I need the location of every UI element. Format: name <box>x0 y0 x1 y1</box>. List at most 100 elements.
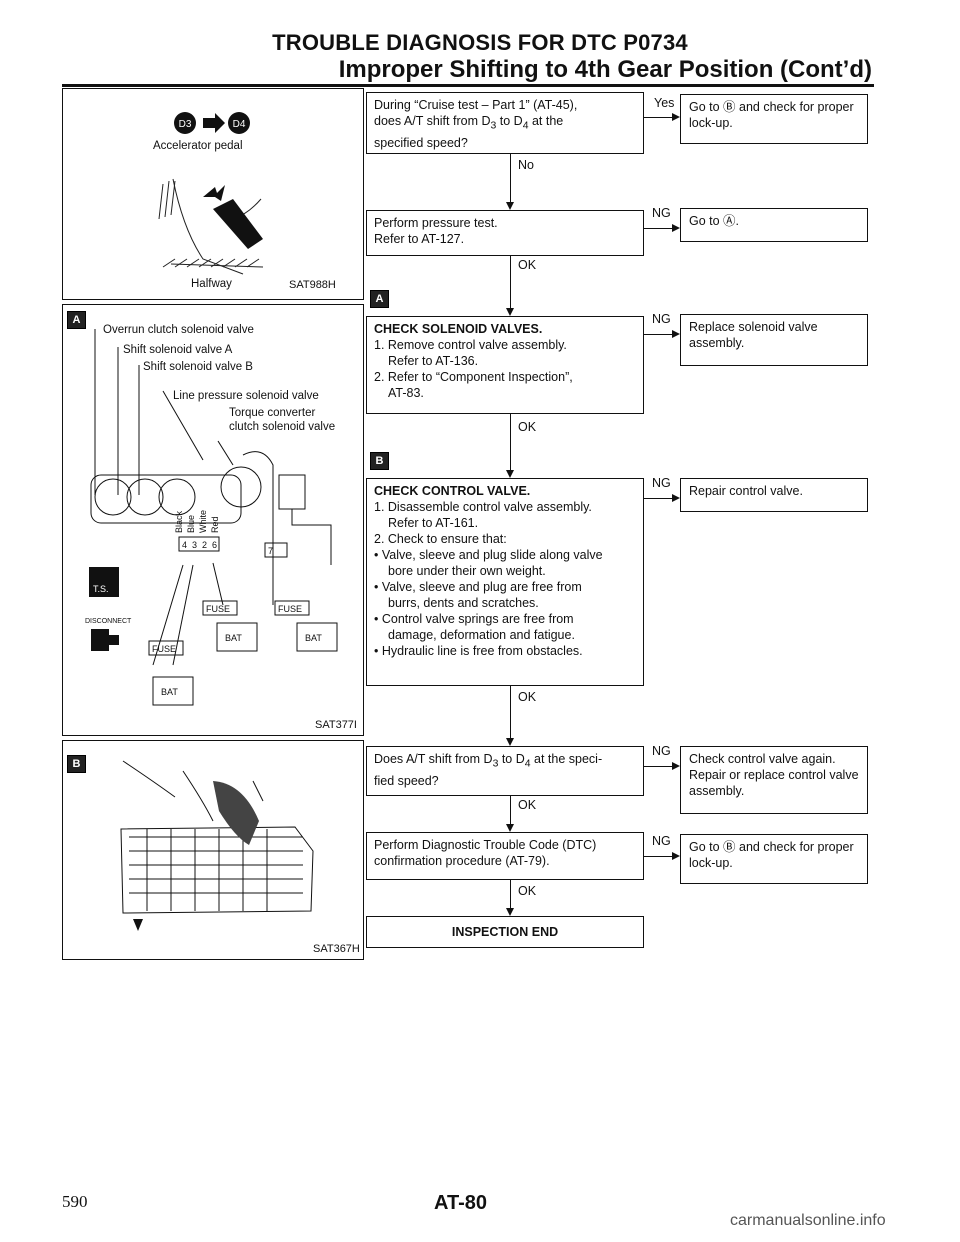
hand-illustration <box>213 781 259 845</box>
arrow-right-icon <box>672 224 680 232</box>
s4-bullet2-cont: burrs, dents and scratches. <box>388 596 539 610</box>
terminal-3: 3 <box>192 540 197 550</box>
bat-label-2: BAT <box>305 633 322 643</box>
disconnect-label: DISCONNECT <box>85 618 132 625</box>
control-valve-illustration <box>120 760 314 931</box>
foot-arrow-icon <box>203 185 225 201</box>
label-overrun-clutch-solenoid: Overrun clutch solenoid valve <box>103 324 254 336</box>
arrow-right-icon <box>672 113 680 121</box>
s4-bullet1: • Valve, sleeve and plug slide along val… <box>374 548 603 562</box>
figure-code: SAT367H <box>313 943 360 955</box>
s4-item1: 1. Disassemble control valve assembly. <box>374 500 592 514</box>
figure-control-valve: B SAT367H <box>62 740 364 960</box>
page-code: AT-80 <box>434 1192 487 1214</box>
s4-bullet4: • Hydraulic line is free from obstacles. <box>374 644 583 658</box>
s6-ok-label: OK <box>518 884 537 898</box>
q5-line1: Does A/T shift from D3 to D4 at the spec… <box>374 752 603 770</box>
figure-code: SAT988H <box>289 279 336 291</box>
s4-ng-result: Repair control valve. <box>680 478 868 512</box>
bat-label-3: BAT <box>161 687 178 697</box>
flow-step-pressure-test: Perform pressure test. Refer to AT-127. <box>366 210 644 256</box>
s2-line2: Refer to AT-127. <box>374 232 465 246</box>
s3-ok-label: OK <box>518 420 537 434</box>
section-mark-a: A <box>67 311 86 329</box>
arrow-right-icon <box>672 762 680 770</box>
connector <box>510 414 511 474</box>
s4-bullet3: • Control valve springs are free from <box>374 612 574 626</box>
pedal-pad <box>213 199 263 249</box>
connector <box>644 856 674 857</box>
s6-line1: Perform Diagnostic Trouble Code (DTC) <box>374 838 597 852</box>
s3-item1-ref: Refer to AT-136. <box>388 354 479 368</box>
label-shift-solenoid-a: Shift solenoid valve A <box>123 344 233 356</box>
arrow-down-icon <box>506 470 514 478</box>
ts-label: T.S. <box>93 584 109 594</box>
page-subtitle: Improper Shifting to 4th Gear Position (… <box>338 56 872 83</box>
flow-step-dtc-confirmation: Perform Diagnostic Trouble Code (DTC) co… <box>366 832 644 880</box>
badge-d3 <box>174 112 196 134</box>
arrow-down-icon <box>506 308 514 316</box>
terminal-7: 7 <box>268 546 273 556</box>
flow-step-check-control-valve: CHECK CONTROL VALVE. 1. Disassemble cont… <box>366 478 644 686</box>
arrow-down-icon <box>506 908 514 916</box>
q1-no-label: No <box>518 158 534 172</box>
label-accelerator-pedal: Accelerator pedal <box>153 140 243 152</box>
s3-item2-ref: AT-83. <box>388 386 424 400</box>
flow-question-cruise-test: During “Cruise test – Part 1” (AT-45), d… <box>366 92 644 154</box>
connector <box>510 880 511 912</box>
q1-line2: does A/T shift from D3 to D4 at the <box>374 114 564 132</box>
connector <box>644 334 674 335</box>
wire-black: Black <box>174 510 184 533</box>
wire-blue: Blue <box>186 515 196 533</box>
s4-bullet1-cont: bore under their own weight. <box>388 564 546 578</box>
arrow-right-icon <box>672 852 680 860</box>
q1-line3: specified speed? <box>374 135 468 150</box>
s2-line1: Perform pressure test. <box>374 216 498 230</box>
s4-ng-label: NG <box>652 476 671 490</box>
connector <box>510 256 511 312</box>
q1-yes-label: Yes <box>654 96 675 110</box>
badge-d3-text: D3 <box>179 119 192 130</box>
connector <box>644 766 674 767</box>
wire-red: Red <box>210 516 220 533</box>
fuse-label-1: FUSE <box>206 604 230 614</box>
connector <box>644 117 674 118</box>
figure-solenoid-wiring: A Overrun clutch solenoid valve Shift so… <box>62 304 364 736</box>
badge-d4-text: D4 <box>233 119 246 130</box>
connector <box>510 686 511 742</box>
flow-end: INSPECTION END <box>366 916 644 948</box>
s4-heading: CHECK CONTROL VALVE. <box>374 484 531 498</box>
s3-item1: 1. Remove control valve assembly. <box>374 338 567 352</box>
flow-mark-a: A <box>370 290 389 308</box>
connector <box>510 154 511 204</box>
connector <box>644 228 674 229</box>
q5-line2: fied speed? <box>374 773 439 788</box>
arrow-down-icon <box>506 738 514 746</box>
flow-question-shift-speed: Does A/T shift from D3 to D4 at the spec… <box>366 746 644 796</box>
s2-ok-label: OK <box>518 258 537 272</box>
s4-item2: 2. Check to ensure that: <box>374 532 507 546</box>
s2-ng-label: NG <box>652 206 671 220</box>
wiring-illustration: FUSE FUSE FUSE BAT BAT BAT 4 3 2 6 7 Bla… <box>85 329 338 706</box>
ts-icon <box>89 567 119 597</box>
arrow-right-icon <box>672 494 680 502</box>
connector <box>644 498 674 499</box>
arrow-down-icon <box>133 919 143 931</box>
s3-ng-result: Replace solenoid valve assembly. <box>680 314 868 366</box>
s4-ok-label: OK <box>518 690 537 704</box>
page-title: TROUBLE DIAGNOSIS FOR DTC P0734 <box>272 30 688 55</box>
watermark: carmanualsonline.info <box>730 1212 886 1229</box>
figure-accelerator-pedal: D3 D4 Accelerator pedal Halfway SAT988H <box>62 88 364 300</box>
s4-bullet2: • Valve, sleeve and plug are free from <box>374 580 582 594</box>
s3-item2: 2. Refer to “Component Inspection”, <box>374 370 573 384</box>
wire-white: White <box>198 510 208 533</box>
q5-ng-label: NG <box>652 744 671 758</box>
fuse-label-2: FUSE <box>278 604 302 614</box>
s6-line2: confirmation procedure (AT-79). <box>374 854 550 868</box>
terminal-6: 6 <box>212 540 217 550</box>
s2-ng-result: Go to Ⓐ. <box>680 208 868 242</box>
arrow-right-icon <box>203 113 225 133</box>
s6-ng-label: NG <box>652 834 671 848</box>
label-halfway: Halfway <box>191 278 232 290</box>
disconnect-icon <box>91 629 119 651</box>
